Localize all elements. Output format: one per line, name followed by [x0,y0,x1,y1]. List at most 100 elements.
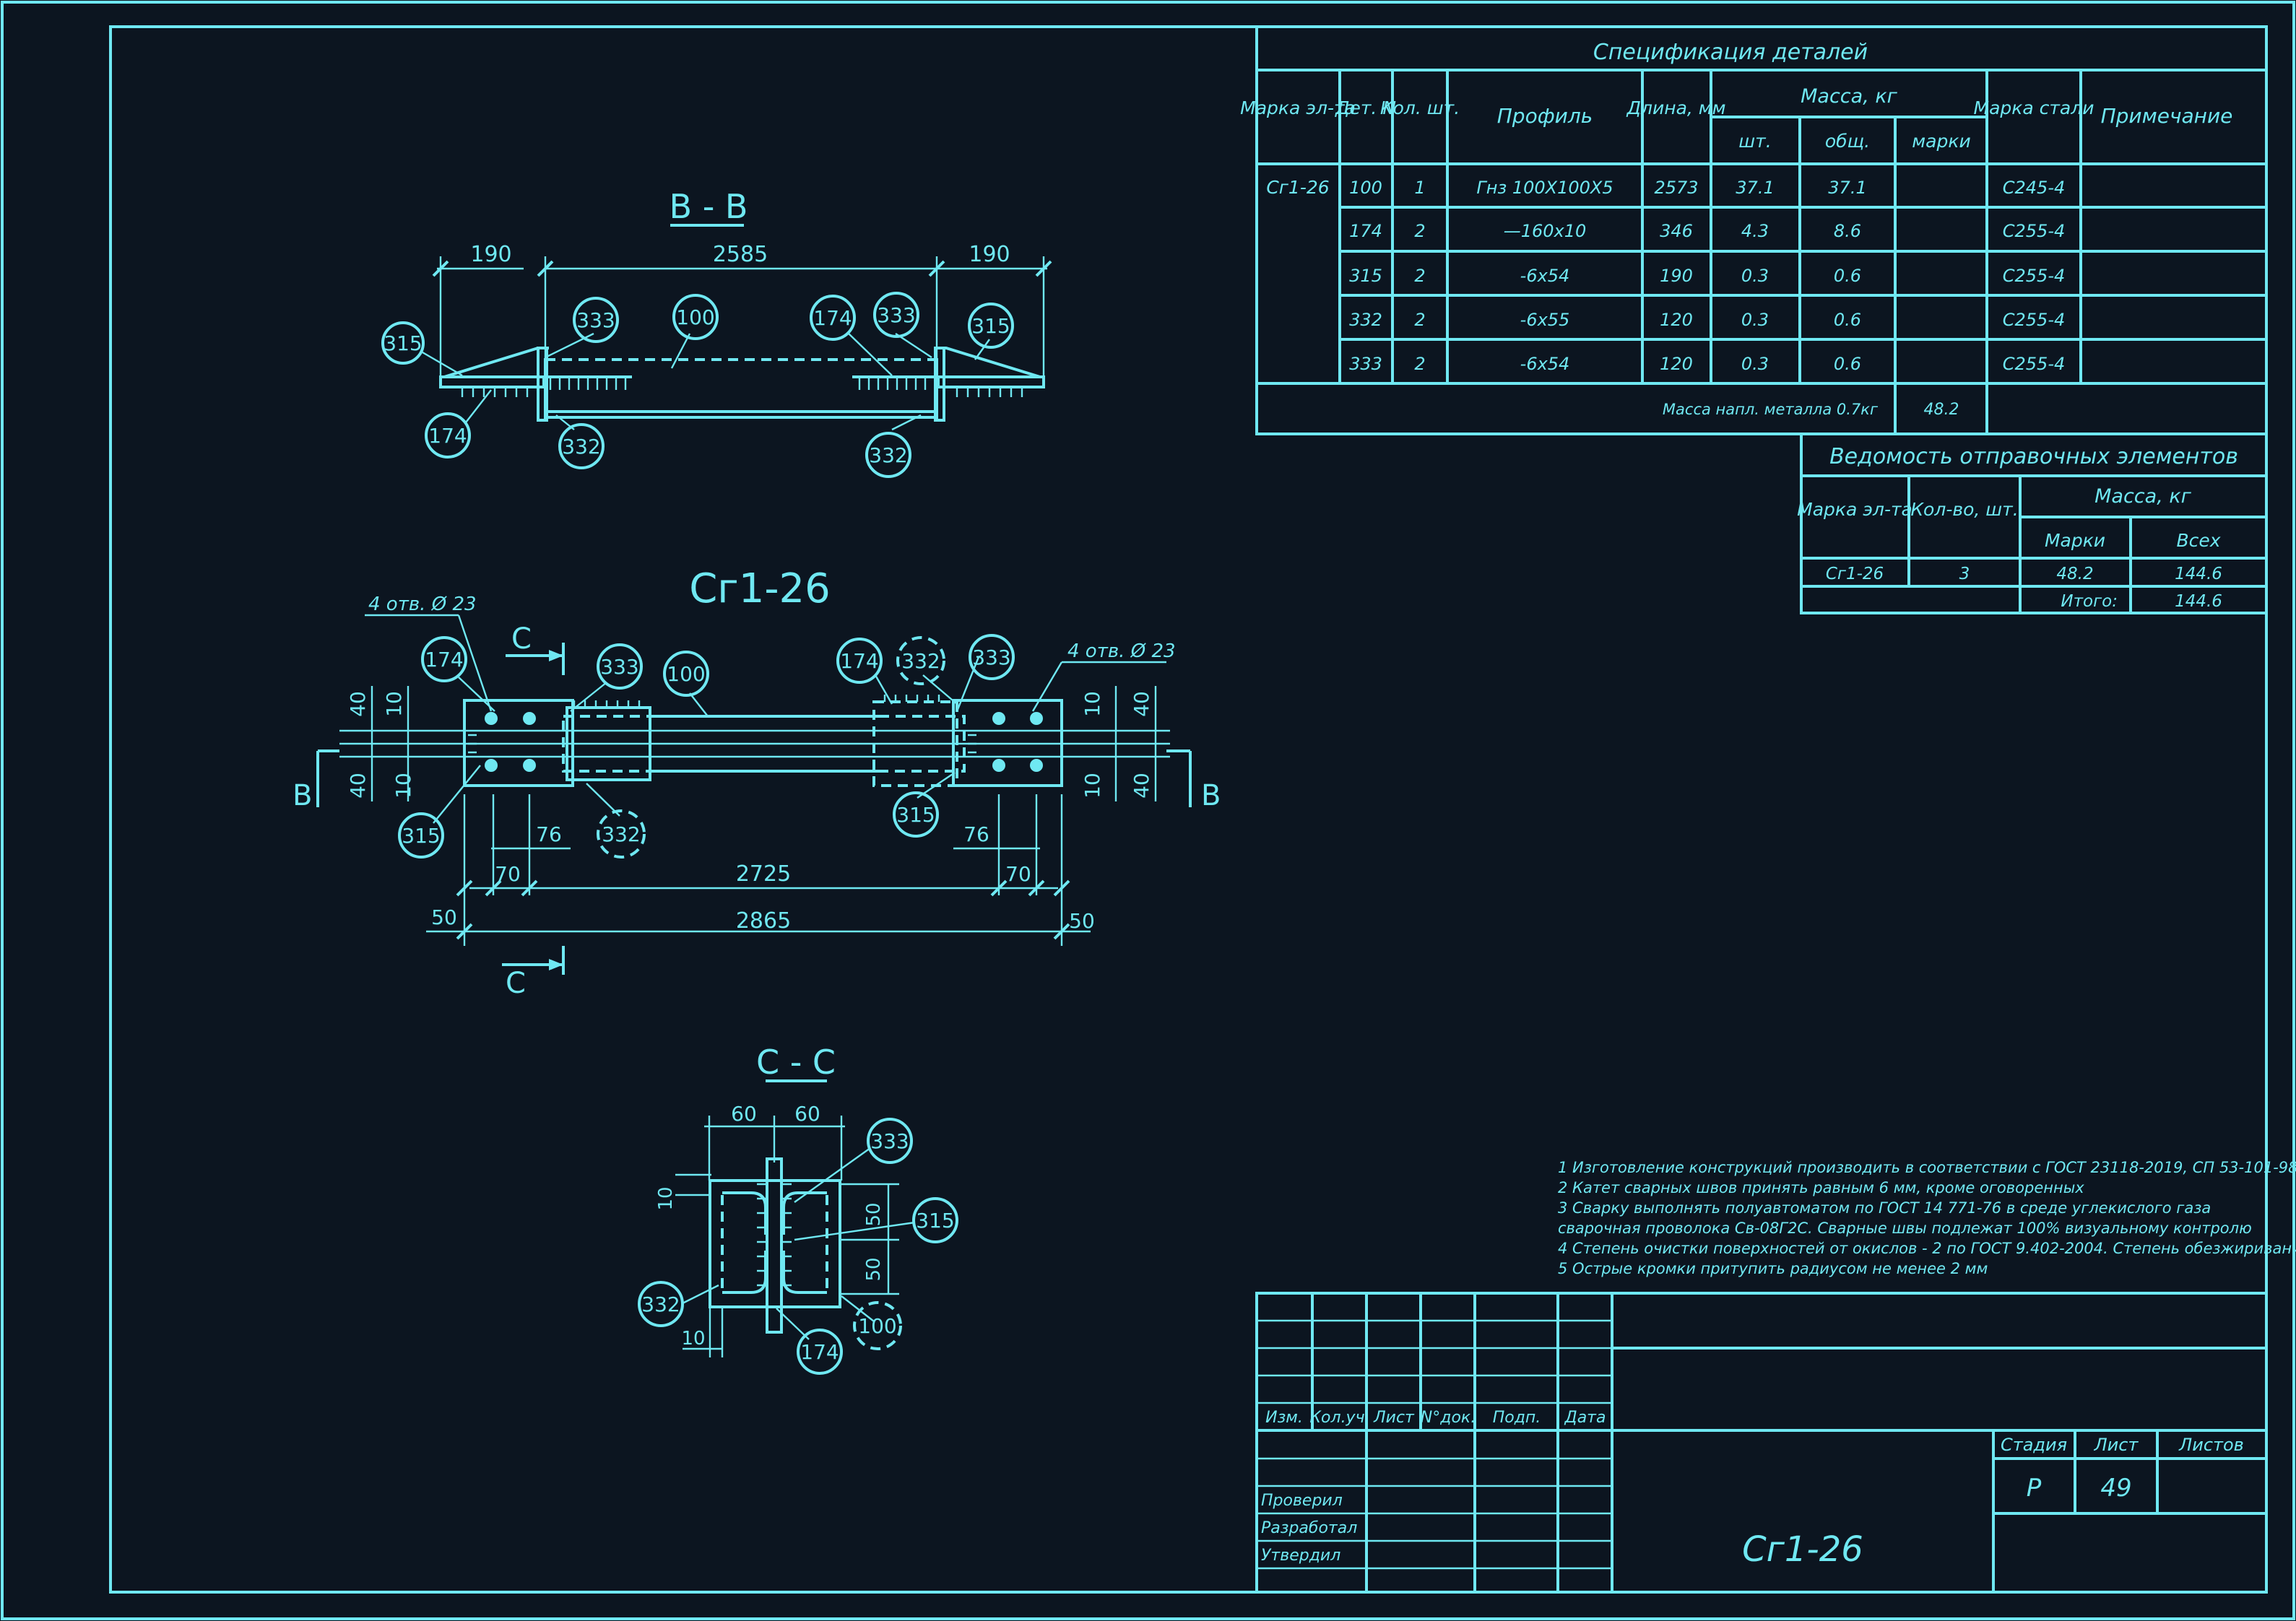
svg-text:C255-4: C255-4 [2003,310,2066,330]
note-5: 5 Острые кромки притупить радиусом не ме… [1558,1260,1988,1277]
cut-b-right: B [1201,779,1221,812]
svg-text:0.3: 0.3 [1741,354,1769,374]
spec-table: Спецификация деталей Марка эл-та Дет. N … [1240,25,2268,435]
mark-bb-332-right: 332 [869,443,907,467]
stamp-col-data: Дата [1564,1409,1606,1427]
mark-main-315-left: 315 [402,824,440,848]
dim-cc-50-top: 50 [863,1202,885,1226]
dim-main-10-top-left: 10 [382,691,406,717]
mark-main-174-right: 174 [840,649,878,673]
note-2: 2 Катет сварных швов принять равным 6 мм… [1558,1179,2084,1196]
svg-text:—160х10: —160х10 [1504,221,1587,241]
spec-weld-metal: Масса напл. металла 0.7кг [1663,401,1879,418]
svg-text:2: 2 [1414,221,1425,241]
svg-text:120: 120 [1660,310,1693,330]
stamp-stage: Р [2027,1474,2042,1503]
dim-main-50-right: 50 [1069,909,1095,933]
spec-row-5: 333 2 -6х54 120 0.3 0.6 C255-4 [1349,354,2065,374]
svg-text:333: 333 [1349,354,1382,374]
dim-main-40-top-left: 40 [346,691,370,717]
svg-text:C245-4: C245-4 [2003,178,2066,198]
svg-text:C255-4: C255-4 [2003,354,2066,374]
spec-title: Спецификация деталей [1593,40,1868,65]
mark-main-332-left: 332 [602,822,640,846]
dim-cc-10-bottom: 10 [681,1328,705,1350]
mark-bb-100: 100 [676,305,714,329]
mark-main-315-right: 315 [896,803,935,827]
dim-bb-2585: 2585 [713,242,768,267]
title-block: Изм. Кол.уч. Лист N°док. Подп. Дата Пров… [1255,1292,2268,1594]
view-bb: B - B 190 2585 190 [381,187,1052,478]
dim-main-10-top-right: 10 [1080,691,1104,717]
svg-text:8.6: 8.6 [1834,221,1861,241]
dim-cc-60-right: 60 [794,1102,820,1126]
dim-main-76-right: 76 [963,822,989,846]
dim-main-2865: 2865 [736,908,791,934]
stamp-sheet-label: Лист [2094,1435,2139,1455]
spec-row-3: 315 2 -6х54 190 0.3 0.6 C255-4 [1349,266,2065,286]
svg-text:2: 2 [1414,266,1425,286]
view-cc-title: C - C [756,1043,836,1082]
stamp-col-koluch: Кол.уч. [1309,1409,1369,1427]
svg-text:37.1: 37.1 [1828,178,1866,198]
dim-main-40-bottom-right: 40 [1130,773,1153,799]
mark-main-333-right: 333 [972,646,1010,669]
view-main-title: Cг1-26 [689,565,831,612]
dim-main-40-bottom-left: 40 [346,773,370,799]
svg-text:37.1: 37.1 [1736,178,1774,198]
cut-c-top: C [511,622,532,656]
spec-header-qty: Кол. шт. [1380,97,1460,118]
svg-text:2: 2 [1414,354,1425,374]
svg-text:Гнз 100Х100Х5: Гнз 100Х100Х5 [1476,178,1613,198]
vedomost-table: Ведомость отправочных элементов Марка эл… [1797,433,2268,614]
spec-header-profile: Профиль [1497,104,1593,128]
svg-text:190: 190 [1660,266,1693,286]
mark-main-100: 100 [667,662,705,686]
note-3: 3 Сварку выполнять полуавтоматом по ГОСТ… [1558,1199,2211,1217]
stamp-sheets-label: Листов [2178,1435,2244,1455]
mark-cc-174: 174 [800,1340,839,1364]
note-4: 4 Степень очистки поверхностей от окисло… [1558,1240,2296,1257]
vedomost-header-mass-all: Всех [2176,530,2220,551]
holes-label-right: 4 отв. Ø 23 [1067,640,1176,662]
frame-border [109,25,2268,1594]
svg-text:C255-4: C255-4 [2003,221,2066,241]
dim-cc-60-left: 60 [731,1102,757,1126]
dim-bb-190-right: 190 [969,242,1010,267]
svg-text:-6х55: -6х55 [1520,310,1570,330]
dim-main-70-right: 70 [1005,862,1031,886]
mark-main-332-right: 332 [901,649,940,673]
dim-cc-50-bottom: 50 [863,1257,885,1281]
spec-header-mark: Марка эл-та [1240,97,1356,118]
spec-mark-mass: 48.2 [1924,401,1959,419]
svg-text:-6х54: -6х54 [1520,266,1570,286]
stamp-col-ndok: N°док. [1421,1409,1476,1427]
stamp-drawing-name: Cг1-26 [1742,1529,1863,1570]
note-1: 1 Изготовление конструкций производить в… [1558,1159,2296,1176]
stamp-col-podp: Подп. [1493,1409,1541,1427]
vedomost-header-mark: Марка эл-та [1797,499,1912,520]
dim-main-40-top-right: 40 [1130,691,1153,717]
dim-main-10-bottom-right: 10 [1080,773,1104,799]
svg-text:315: 315 [1349,266,1382,286]
svg-text:0.6: 0.6 [1834,266,1861,286]
spec-row-1: 100 1 Гнз 100Х100Х5 2573 37.1 37.1 C245-… [1349,178,2065,198]
svg-text:346: 346 [1660,221,1693,241]
svg-text:C255-4: C255-4 [2003,266,2066,286]
svg-text:0.3: 0.3 [1741,266,1769,286]
svg-text:120: 120 [1660,354,1693,374]
stamp-stage-label: Стадия [2001,1435,2067,1455]
stamp-role-checked: Проверил [1261,1492,1343,1510]
spec-row-4: 332 2 -6х55 120 0.3 0.6 C255-4 [1349,310,2065,330]
svg-text:2: 2 [1414,310,1425,330]
mark-cc-100: 100 [858,1314,896,1338]
svg-text:332: 332 [1349,310,1382,330]
mark-bb-174-right: 174 [813,306,852,330]
mark-bb-315-left: 315 [384,331,422,355]
vedomost-total: 144.6 [2175,592,2222,611]
svg-text:0.6: 0.6 [1834,310,1861,330]
spec-header-det: Дет. N [1335,97,1396,118]
vedomost-row-mark: Cг1-26 [1826,565,1884,583]
spec-row-2: 174 2 —160х10 346 4.3 8.6 C255-4 [1349,221,2065,241]
